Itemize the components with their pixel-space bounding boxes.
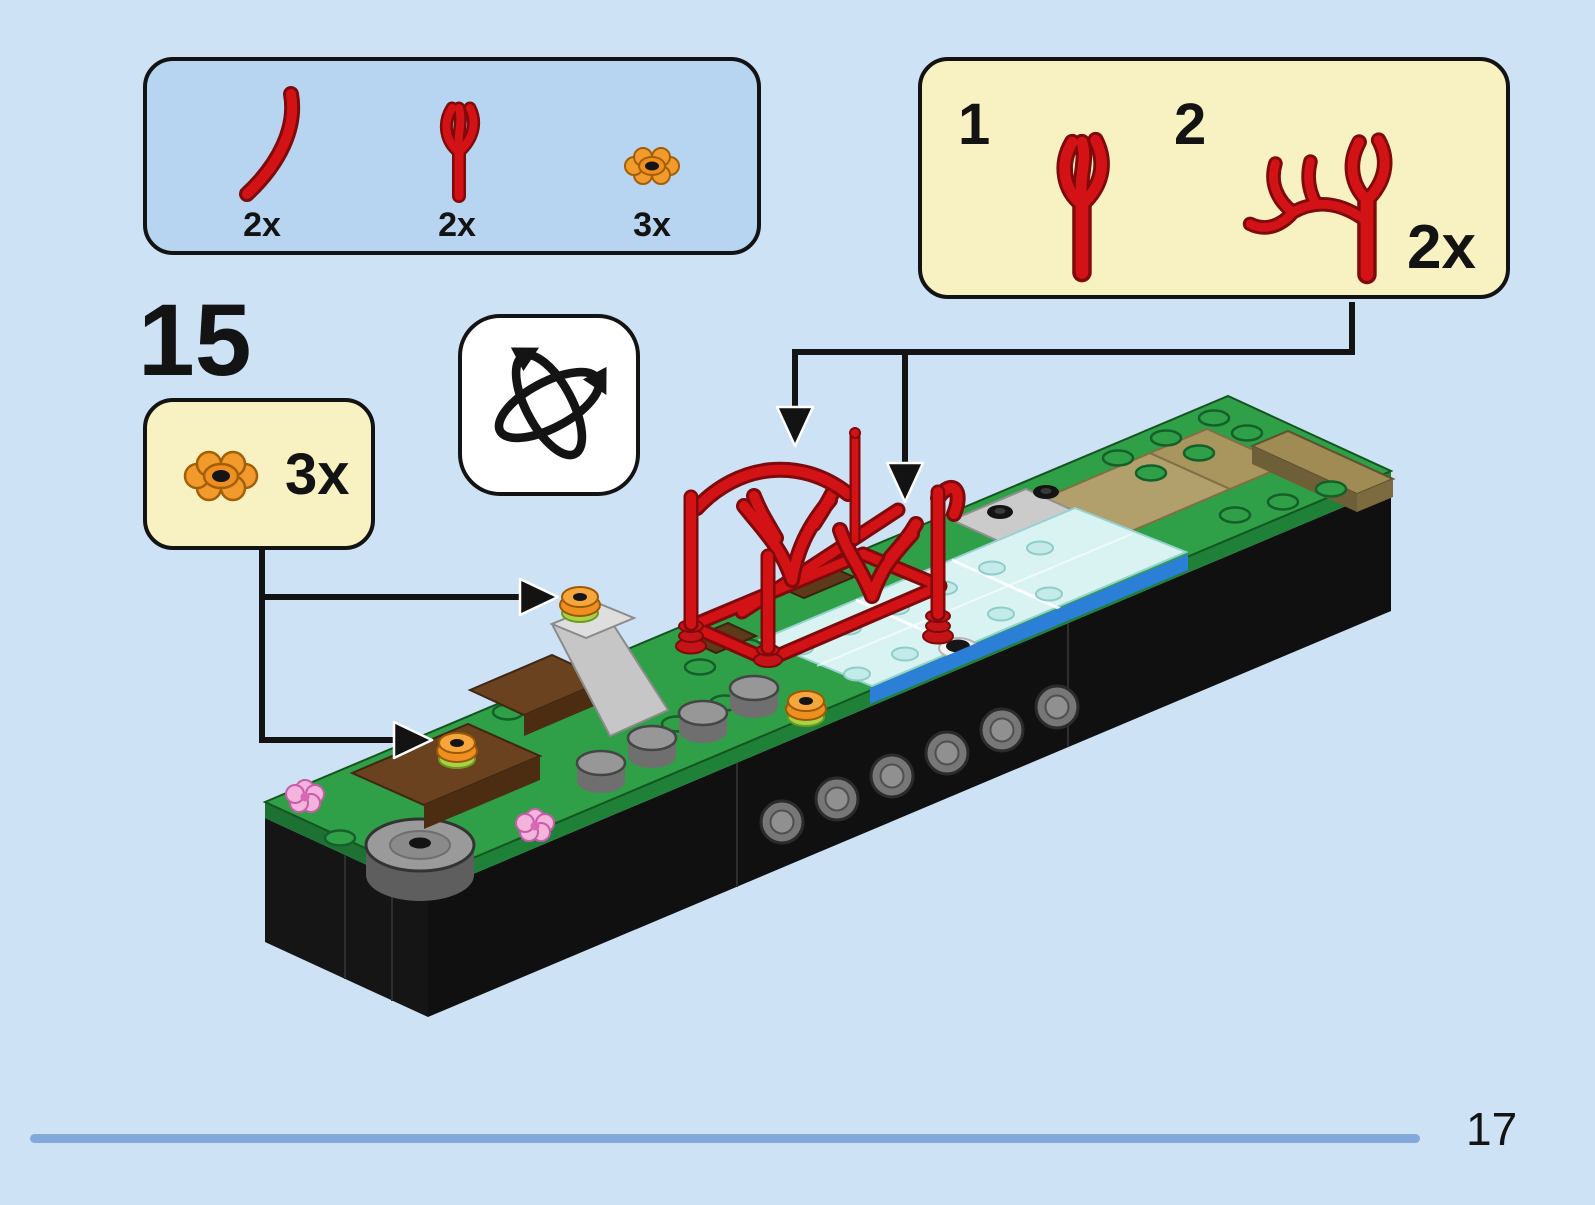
black-base [265, 487, 1391, 1017]
arrow-down-icon [775, 405, 815, 448]
red-plant-stem-icon [439, 101, 480, 203]
part-quantity: 3x [633, 206, 671, 244]
pink-flower [515, 808, 555, 842]
part-quantity: 2x [243, 206, 281, 244]
part-item: 2x [402, 84, 512, 245]
subassembly-quantity: 2x [1407, 213, 1476, 282]
gray-rock-cylinders [575, 674, 780, 793]
orange-flower-stud-icon [183, 450, 259, 502]
page-divider [30, 1134, 1420, 1143]
arrow-down-icon [885, 461, 925, 504]
part-item: 3x [597, 84, 707, 245]
subassembly-box: 1 2 2x [918, 57, 1510, 299]
gray-barrel [364, 817, 476, 901]
step-number: 15 [138, 283, 252, 397]
arrow-right-icon [392, 720, 434, 760]
part-quantity: 2x [438, 206, 476, 244]
pink-flower [285, 779, 325, 813]
red-plant-coral-assembly-icon [1242, 132, 1393, 285]
orange-flower [785, 690, 827, 727]
tan-tiles [949, 427, 1396, 551]
orange-flower [436, 732, 478, 769]
rotate-model-icon [494, 347, 607, 460]
subassembly-step-2-label: 2 [1174, 92, 1207, 157]
subassembly-step-1-label: 1 [958, 92, 991, 157]
blue-stripe [870, 554, 1188, 704]
page-number: 17 [1466, 1103, 1518, 1155]
rotation-symbol-box [458, 314, 640, 496]
side-studs [759, 684, 1080, 845]
callout-quantity: 3x [285, 441, 350, 507]
flower-quantity-callout: 3x [143, 398, 375, 550]
orange-flower-stud-icon [624, 147, 680, 185]
red-curved-hose-icon [239, 86, 301, 202]
part-item: 2x [207, 84, 317, 245]
arrow-right-icon [518, 577, 560, 617]
guide-arrows [259, 302, 1355, 760]
red-coral-assembly [675, 427, 966, 668]
parts-callout-box: 2x 2x 3x [143, 57, 761, 255]
red-plant-stem-icon [1056, 131, 1110, 283]
orange-flower [559, 586, 601, 623]
